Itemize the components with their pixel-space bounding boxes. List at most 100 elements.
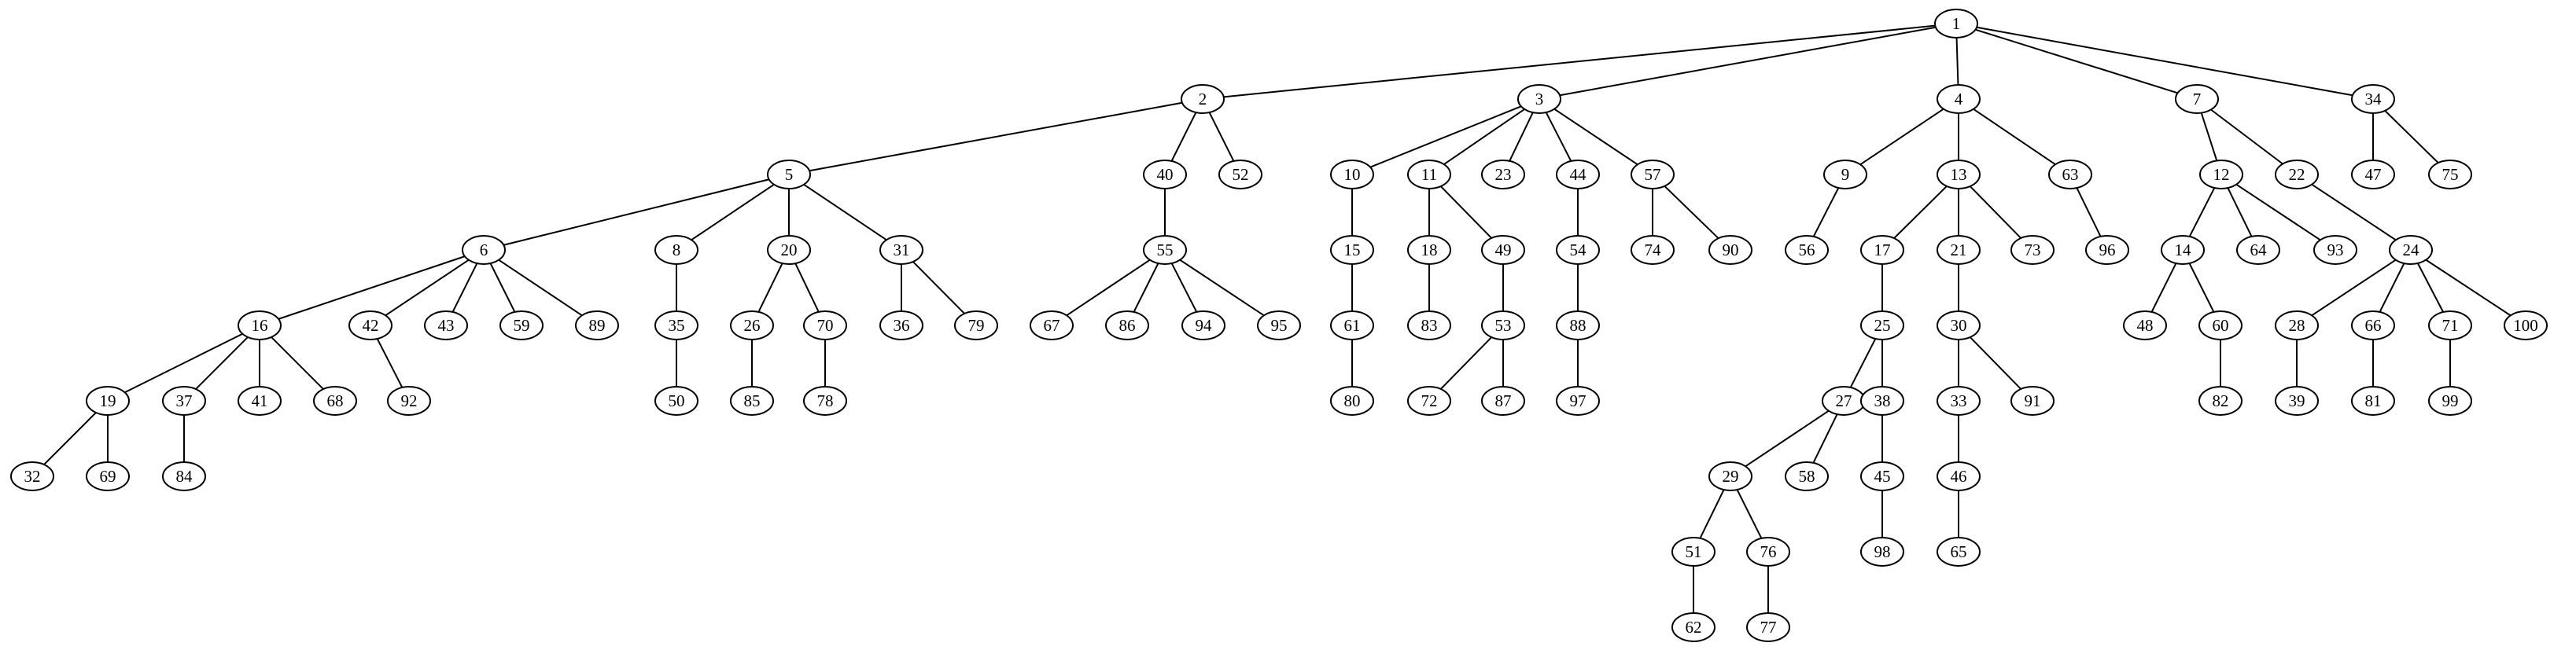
- node-label: 86: [1119, 316, 1136, 335]
- node-ellipse: [1407, 235, 1451, 265]
- node-ellipse: [1407, 310, 1451, 340]
- node-62: 62: [1671, 612, 1715, 642]
- node-label: 34: [2365, 90, 2383, 108]
- edge-42-92: [376, 338, 404, 388]
- node-label: 18: [1421, 241, 1438, 259]
- node-ellipse: [1860, 461, 1904, 491]
- node-ellipse: [2161, 235, 2205, 265]
- node-94: 94: [1181, 310, 1225, 340]
- node-15: 15: [1330, 235, 1374, 265]
- node-label: 39: [2289, 391, 2305, 410]
- node-ellipse: [2351, 160, 2395, 189]
- node-label: 58: [1799, 467, 1815, 486]
- node-27: 27: [1822, 386, 1866, 416]
- node-label: 72: [1421, 391, 1438, 410]
- edge-34-75: [2384, 110, 2439, 163]
- edge-24-66: [2379, 263, 2405, 313]
- node-18: 18: [1407, 235, 1451, 265]
- node-label: 7: [2193, 90, 2202, 108]
- node-ellipse: [767, 235, 811, 265]
- node-label: 68: [327, 391, 344, 410]
- node-ellipse: [424, 310, 468, 340]
- node-label: 84: [176, 467, 193, 486]
- node-79: 79: [954, 310, 998, 340]
- node-71: 71: [2428, 310, 2472, 340]
- node-label: 14: [2175, 241, 2192, 259]
- node-ellipse: [1937, 235, 1981, 265]
- node-76: 76: [1746, 537, 1790, 567]
- node-ellipse: [879, 310, 923, 340]
- edge-27-58: [1812, 413, 1838, 464]
- node-label: 55: [1157, 241, 1174, 259]
- node-56: 56: [1785, 235, 1829, 265]
- node-96: 96: [2085, 235, 2129, 265]
- node-label: 11: [1421, 165, 1437, 184]
- node-7: 7: [2175, 84, 2219, 114]
- node-74: 74: [1631, 235, 1675, 265]
- node-ellipse: [1481, 160, 1525, 189]
- edge-20-70: [794, 263, 820, 313]
- edge-24-28: [2311, 259, 2397, 317]
- node-label: 67: [1044, 316, 1060, 335]
- node-92: 92: [387, 386, 431, 416]
- node-label: 54: [1570, 241, 1587, 259]
- node-61: 61: [1330, 310, 1374, 340]
- node-64: 64: [2236, 235, 2280, 265]
- node-ellipse: [2236, 235, 2280, 265]
- node-52: 52: [1218, 160, 1262, 189]
- node-ellipse: [2275, 310, 2319, 340]
- node-label: 13: [1951, 165, 1967, 184]
- node-label: 1: [1952, 14, 1961, 33]
- node-label: 95: [1271, 316, 1288, 335]
- edge-1-4: [1955, 37, 1959, 86]
- edge-29-76: [1736, 489, 1763, 539]
- node-label: 29: [1723, 467, 1739, 486]
- node-label: 44: [1570, 165, 1587, 184]
- node-label: 80: [1344, 391, 1361, 410]
- edge-3-44: [1545, 112, 1572, 162]
- edge-3-57: [1553, 108, 1638, 166]
- node-label: 73: [2025, 241, 2041, 259]
- node-37: 37: [162, 386, 206, 416]
- edge-53-72: [1440, 336, 1492, 390]
- node-38: 38: [1860, 386, 1904, 416]
- node-70: 70: [803, 310, 847, 340]
- node-label: 78: [817, 391, 834, 410]
- node-84: 84: [162, 461, 206, 491]
- node-ellipse: [1937, 310, 1981, 340]
- node-ellipse: [162, 386, 206, 416]
- node-label: 48: [2137, 316, 2154, 335]
- node-ellipse: [1105, 310, 1149, 340]
- node-50: 50: [654, 386, 698, 416]
- node-ellipse: [1330, 235, 1374, 265]
- edge-4-63: [1973, 108, 2056, 166]
- node-53: 53: [1481, 310, 1525, 340]
- node-73: 73: [2010, 235, 2055, 265]
- node-43: 43: [424, 310, 468, 340]
- node-ellipse: [10, 461, 54, 491]
- node-ellipse: [2048, 160, 2092, 189]
- node-17: 17: [1860, 235, 1904, 265]
- node-label: 33: [1951, 391, 1967, 410]
- node-8: 8: [654, 235, 698, 265]
- node-ellipse: [1631, 160, 1675, 189]
- node-ellipse: [2351, 84, 2395, 114]
- node-label: 40: [1157, 165, 1174, 184]
- node-10: 10: [1330, 160, 1374, 189]
- edge-7-12: [2200, 112, 2218, 161]
- edge-5-8: [691, 183, 775, 241]
- edge-5-31: [803, 183, 887, 241]
- node-28: 28: [2275, 310, 2319, 340]
- node-label: 65: [1951, 542, 1967, 561]
- node-39: 39: [2275, 386, 2319, 416]
- edge-16-68: [271, 336, 324, 390]
- node-label: 76: [1760, 542, 1777, 561]
- node-label: 79: [968, 316, 985, 335]
- node-label: 38: [1874, 391, 1891, 410]
- node-33: 33: [1937, 386, 1981, 416]
- node-59: 59: [499, 310, 544, 340]
- node-100: 100: [2504, 310, 2548, 340]
- node-ellipse: [313, 386, 357, 416]
- node-label: 90: [1723, 241, 1739, 259]
